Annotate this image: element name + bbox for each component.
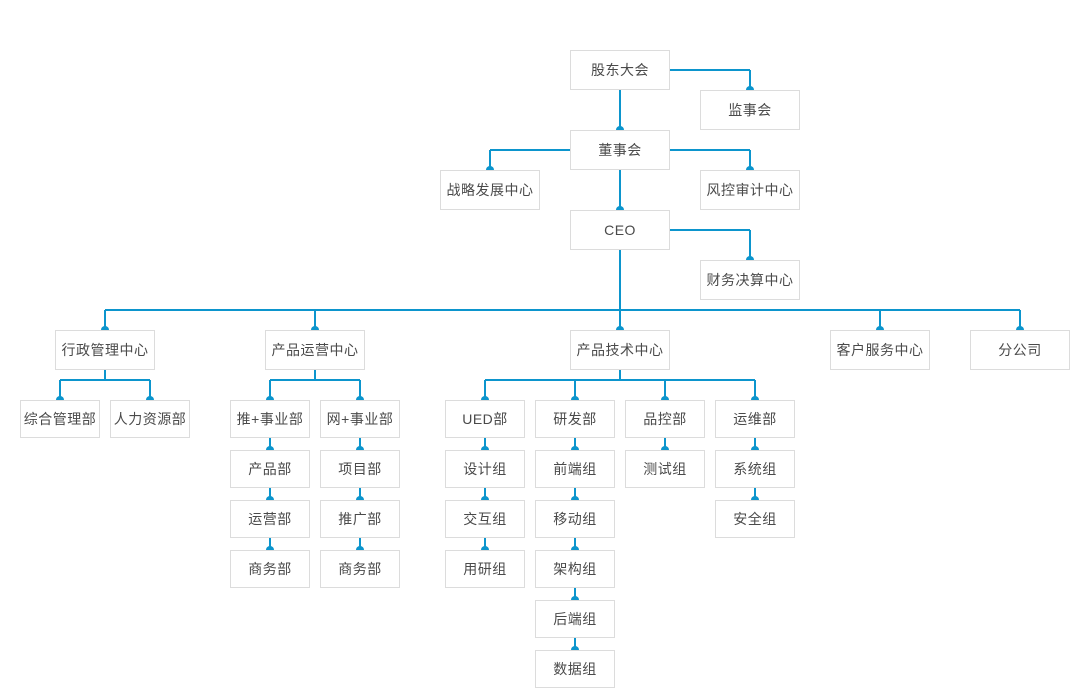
org-node-label: 分公司 — [998, 342, 1042, 358]
org-node[interactable]: 人力资源部 — [110, 400, 190, 438]
org-node[interactable]: 品控部 — [625, 400, 705, 438]
org-node[interactable]: 商务部 — [230, 550, 310, 588]
org-node-label: 后端组 — [553, 611, 597, 627]
org-node-label: 测试组 — [643, 461, 687, 477]
org-node-label: 运营部 — [248, 511, 292, 527]
org-node[interactable]: 系统组 — [715, 450, 795, 488]
org-node-label: 推广部 — [338, 511, 382, 527]
org-node-label: CEO — [604, 222, 636, 238]
org-node[interactable]: 商务部 — [320, 550, 400, 588]
org-node[interactable]: 产品部 — [230, 450, 310, 488]
org-node[interactable]: 测试组 — [625, 450, 705, 488]
org-node-label: 推+事业部 — [236, 411, 304, 427]
org-node-label: 行政管理中心 — [61, 342, 149, 358]
org-node[interactable]: 用研组 — [445, 550, 525, 588]
org-node-label: 运维部 — [733, 411, 777, 427]
org-node[interactable]: 架构组 — [535, 550, 615, 588]
org-node-label: 移动组 — [553, 511, 597, 527]
org-node[interactable]: 网+事业部 — [320, 400, 400, 438]
org-node-label: 风控审计中心 — [706, 182, 794, 198]
org-node-label: 董事会 — [598, 142, 642, 158]
org-node-label: 产品运营中心 — [271, 342, 359, 358]
org-node-label: 系统组 — [733, 461, 777, 477]
org-node[interactable]: 战略发展中心 — [440, 170, 540, 210]
org-node-label: 战略发展中心 — [446, 182, 534, 198]
org-node[interactable]: 综合管理部 — [20, 400, 100, 438]
org-node-label: 设计组 — [463, 461, 507, 477]
org-node[interactable]: 项目部 — [320, 450, 400, 488]
org-node-label: 网+事业部 — [326, 411, 394, 427]
org-node-label: 数据组 — [553, 661, 597, 677]
org-node[interactable]: 股东大会 — [570, 50, 670, 90]
org-node[interactable]: 产品技术中心 — [570, 330, 670, 370]
org-node[interactable]: 安全组 — [715, 500, 795, 538]
org-node[interactable]: 风控审计中心 — [700, 170, 800, 210]
org-node[interactable]: 运营部 — [230, 500, 310, 538]
org-node-label: 人力资源部 — [113, 411, 187, 427]
org-node-label: 客户服务中心 — [836, 342, 924, 358]
org-node-label: 研发部 — [553, 411, 597, 427]
org-node-label: UED部 — [462, 411, 508, 427]
org-node[interactable]: 设计组 — [445, 450, 525, 488]
org-node[interactable]: 监事会 — [700, 90, 800, 130]
org-node[interactable]: 后端组 — [535, 600, 615, 638]
org-node-label: 监事会 — [728, 102, 772, 118]
org-node[interactable]: 前端组 — [535, 450, 615, 488]
org-node-label: 综合管理部 — [23, 411, 97, 427]
org-node-label: 股东大会 — [591, 62, 649, 78]
org-node[interactable]: 产品运营中心 — [265, 330, 365, 370]
org-node[interactable]: 行政管理中心 — [55, 330, 155, 370]
org-node-label: 项目部 — [338, 461, 382, 477]
org-node-label: 前端组 — [553, 461, 597, 477]
org-node[interactable]: 财务决算中心 — [700, 260, 800, 300]
org-node[interactable]: 客户服务中心 — [830, 330, 930, 370]
org-node[interactable]: 移动组 — [535, 500, 615, 538]
org-node[interactable]: 数据组 — [535, 650, 615, 688]
org-node[interactable]: 推+事业部 — [230, 400, 310, 438]
org-node[interactable]: 研发部 — [535, 400, 615, 438]
org-node-label: 交互组 — [463, 511, 507, 527]
org-node-label: 产品技术中心 — [576, 342, 664, 358]
org-node-label: 品控部 — [643, 411, 687, 427]
org-node[interactable]: 交互组 — [445, 500, 525, 538]
org-node[interactable]: 运维部 — [715, 400, 795, 438]
org-node-label: 架构组 — [553, 561, 597, 577]
org-node-label: 安全组 — [733, 511, 777, 527]
org-node[interactable]: CEO — [570, 210, 670, 250]
org-node[interactable]: UED部 — [445, 400, 525, 438]
org-node-label: 用研组 — [463, 561, 507, 577]
org-node-label: 商务部 — [248, 561, 292, 577]
org-node-label: 商务部 — [338, 561, 382, 577]
org-node[interactable]: 推广部 — [320, 500, 400, 538]
org-node-label: 财务决算中心 — [706, 272, 794, 288]
org-node-label: 产品部 — [248, 461, 292, 477]
org-node[interactable]: 分公司 — [970, 330, 1070, 370]
org-node[interactable]: 董事会 — [570, 130, 670, 170]
